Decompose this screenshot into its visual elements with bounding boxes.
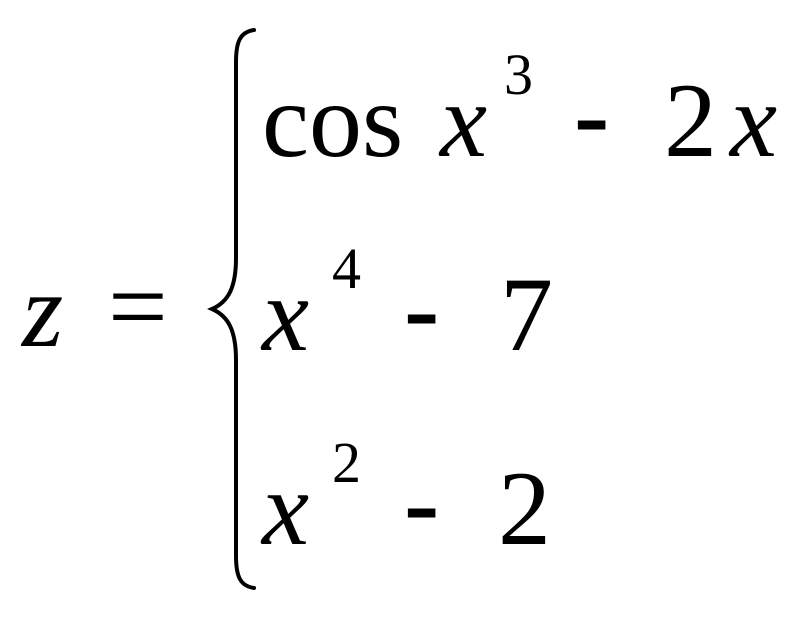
case-1-base: x — [440, 62, 488, 179]
case-1-constant: 2 — [664, 62, 717, 179]
left-brace — [207, 28, 256, 590]
case-1-tail-variable: x — [730, 62, 778, 179]
case-3-constant: 2 — [498, 450, 551, 567]
case-3-minus: - — [404, 444, 440, 561]
case-2-minus: - — [404, 250, 440, 367]
cos-function: cos — [262, 62, 404, 179]
case-1-exponent: 3 — [504, 42, 533, 107]
case-3-base: x — [262, 450, 310, 567]
case-2-constant: 7 — [500, 256, 553, 373]
equals-sign: = — [108, 248, 168, 365]
case-2-base: x — [262, 256, 310, 373]
lhs-variable: z — [22, 252, 64, 369]
case-1-minus: - — [574, 56, 610, 173]
case-3-exponent: 2 — [332, 430, 361, 495]
case-2-exponent: 4 — [332, 236, 361, 301]
